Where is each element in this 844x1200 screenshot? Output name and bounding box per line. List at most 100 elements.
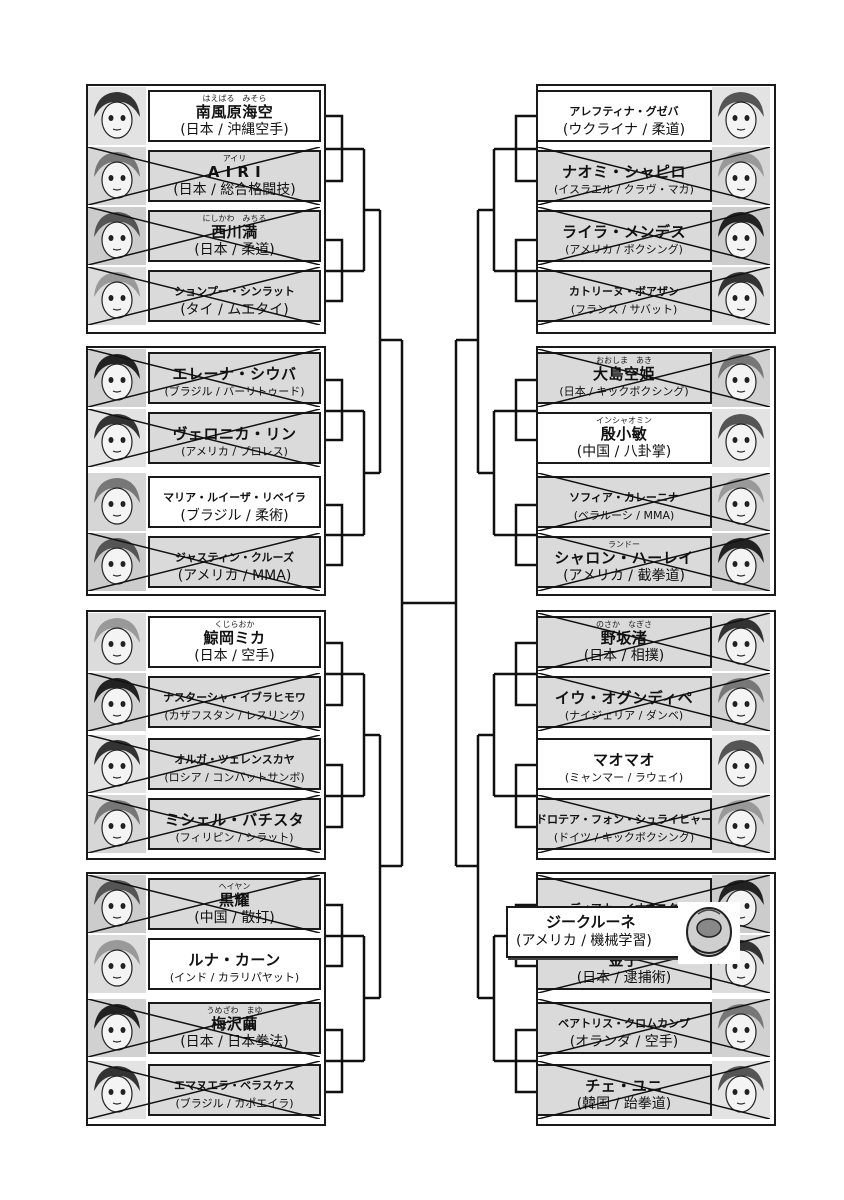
- fighter-portrait-icon: [88, 1061, 146, 1119]
- fighter-portrait-icon: [712, 409, 770, 467]
- fighter-name: 西川満: [211, 222, 258, 241]
- fighter-name: オルガ・ツェレンスカヤ: [174, 752, 295, 766]
- fighter-name: カトリーヌ・ボアザン: [569, 284, 679, 298]
- fighter-portrait-icon: [712, 207, 770, 265]
- fighter-name: 梅沢繭: [211, 1014, 258, 1033]
- fighter-portrait-icon: [712, 795, 770, 853]
- fighter-country-style: (ウクライナ / 柔道): [562, 121, 686, 138]
- fighter-portrait-icon: [88, 267, 146, 325]
- fighter-name: ライラ・メンデス: [561, 222, 686, 241]
- fighter-country-style: (フィリピン / シラット): [175, 830, 294, 844]
- fighter-name-reading: ヘイヤン: [218, 881, 251, 891]
- fighter-portrait-icon: [712, 349, 770, 407]
- fighter-name-reading: はえばる みそら: [202, 93, 267, 103]
- fighter-country-style: (ブラジル / バーリトゥード): [164, 384, 305, 398]
- fighter-name: ソフィア・カレーニナ: [569, 490, 679, 504]
- fighter-name: マオマオ: [592, 750, 655, 769]
- fighter-country-style: (ベラルーシ / MMA): [573, 508, 675, 522]
- fighter-portrait-icon: [88, 999, 146, 1057]
- fighter-name-box: イウ・オグンディペ(ナイジェリア / ダンベ): [536, 676, 712, 728]
- fighter-country-style: (アメリカ / 截拳道): [563, 567, 685, 584]
- fighter-name: アレフティナ・グゼバ: [569, 104, 679, 118]
- fighter-name: ルナ・カーン: [188, 950, 281, 969]
- overlay-fighter-country: (アメリカ / 機械学習): [516, 933, 652, 949]
- fighter-name-box: オルガ・ツェレンスカヤ (ロシア / コンバットサンボ): [148, 738, 321, 790]
- fighter-name-box: ナオミ・シャピロ(イスラエル / クラヴ・マガ): [536, 150, 712, 202]
- fighter-country-style: (カザフスタン / レスリング): [164, 708, 305, 722]
- fighter-country-style: (ナイジェリア / ダンベ): [564, 708, 684, 722]
- fighter-country-style: (日本 / 総合格闘技): [173, 181, 296, 198]
- fighter-name-reading: にしかわ みちる: [202, 213, 267, 223]
- fighter-country-style: (イスラエル / クラヴ・マガ): [554, 182, 694, 196]
- fighter-name-reading: のさか なぎさ: [596, 619, 652, 629]
- fighter-name-box: おおしま あき大島空姫(日本 / キックボクシング): [536, 352, 712, 404]
- fighter-portrait-icon: [712, 613, 770, 671]
- fighter-name: 南風原海空: [195, 102, 274, 121]
- fighter-portrait-icon: [88, 935, 146, 993]
- fighter-name-box: ヴェロニカ・リン(アメリカ / プロレス): [148, 412, 321, 464]
- fighter-name: 野坂渚: [600, 628, 648, 647]
- fighter-portrait-icon: [712, 999, 770, 1057]
- fighter-country-style: (フランス / サバット): [570, 302, 678, 316]
- fighter-name-box: インシャオミン殷小敏(中国 / 八卦掌): [536, 412, 712, 464]
- robot-portrait-icon: [678, 902, 740, 964]
- fighter-portrait-icon: [88, 735, 146, 793]
- fighter-name: マリア・ルイーザ・リベイラ: [163, 490, 306, 504]
- fighter-country-style: (アメリカ / ボクシング): [565, 242, 683, 256]
- fighter-name-reading: うめざわ まゆ: [206, 1005, 263, 1015]
- fighter-name: シャロン・ハーレイ: [554, 548, 694, 567]
- fighter-country-style: (ロシア / コンバットサンボ): [164, 770, 305, 784]
- fighter-name: ションプー・シンラット: [174, 284, 295, 298]
- fighter-name: 殷小敏: [600, 424, 648, 443]
- fighter-country-style: (日本 / 沖縄空手): [180, 121, 289, 138]
- fighter-country-style: (ブラジル / 柔術): [180, 507, 289, 524]
- fighter-portrait-icon: [88, 87, 146, 145]
- fighter-portrait-icon: [88, 207, 146, 265]
- fighter-name-box: ソフィア・カレーニナ (ベラルーシ / MMA): [536, 476, 712, 528]
- fighter-portrait-icon: [88, 349, 146, 407]
- fighter-name-box: にしかわ みちる西川満(日本 / 柔道): [148, 210, 321, 262]
- fighter-country-style: (アメリカ / プロレス): [181, 444, 288, 458]
- fighter-portrait-icon: [712, 267, 770, 325]
- fighter-country-style: (アメリカ / MMA): [177, 567, 292, 584]
- fighter-name-box: ランドーシャロン・ハーレイ(アメリカ / 截拳道): [536, 536, 712, 588]
- fighter-name-box: チェ・ユニ(韓国 / 跆拳道): [536, 1064, 712, 1116]
- fighter-name: ドロテア・フォン・シュライヒャー: [536, 812, 712, 826]
- fighter-country-style: (インド / カラリパヤット): [169, 970, 300, 984]
- fighter-country-style: (ブラジル / カポエイラ): [175, 1096, 294, 1110]
- fighter-name: エマヌエラ・ベラスケス: [174, 1078, 295, 1092]
- fighter-country-style: (オランダ / 空手): [569, 1033, 679, 1050]
- fighter-name: 大島空姫: [592, 364, 655, 383]
- fighter-name: ベアトリス・クロムカンプ: [558, 1016, 690, 1030]
- fighter-country-style: (中国 / 八卦掌): [576, 443, 672, 460]
- fighter-portrait-icon: [88, 147, 146, 205]
- fighter-name-box: ションプー・シンラット (タイ / ムエタイ): [148, 270, 321, 322]
- fighter-name: 鯨岡ミカ: [203, 628, 266, 647]
- fighter-portrait-icon: [712, 735, 770, 793]
- fighter-name-box: ヘイヤン黒耀(中国 / 散打): [148, 878, 321, 930]
- fighter-name-box: マオマオ(ミャンマー / ラウェイ): [536, 738, 712, 790]
- fighter-name-box: エレーナ・シウバ(ブラジル / バーリトゥード): [148, 352, 321, 404]
- fighter-name-reading: くじらおか: [214, 619, 255, 629]
- fighter-name: ヴェロニカ・リン: [172, 424, 297, 443]
- fighter-name-box: ドロテア・フォン・シュライヒャー(ドイツ / キックボクシング): [536, 798, 712, 850]
- fighter-country-style: (日本 / 柔道): [194, 241, 275, 258]
- fighter-name-box: はえばる みそら南風原海空(日本 / 沖縄空手): [148, 90, 321, 142]
- fighter-portrait-icon: [88, 795, 146, 853]
- fighter-name: ナオミ・シャピロ: [561, 162, 686, 181]
- fighter-name-box: ベアトリス・クロムカンプ (オランダ / 空手): [536, 1002, 712, 1054]
- fighter-country-style: (タイ / ムエタイ): [180, 301, 289, 318]
- fighter-name-box: ルナ・カーン(インド / カラリパヤット): [148, 938, 321, 990]
- fighter-name-box: ナスターシャ・イブラヒモワ(カザフスタン / レスリング): [148, 676, 321, 728]
- fighter-name-box: のさか なぎさ野坂渚(日本 / 相撲): [536, 616, 712, 668]
- fighter-portrait-icon: [88, 473, 146, 531]
- fighter-portrait-icon: [712, 147, 770, 205]
- fighter-portrait-icon: [712, 473, 770, 531]
- fighter-name-reading: おおしま あき: [596, 355, 652, 365]
- fighter-country-style: (日本 / 逮捕術): [576, 969, 672, 986]
- fighter-portrait-icon: [88, 613, 146, 671]
- fighter-name: ミシェル・バチスタ: [164, 810, 305, 829]
- fighter-name: エレーナ・シウバ: [172, 364, 297, 383]
- overlay-fighter-name: ジークルーネ: [546, 913, 636, 931]
